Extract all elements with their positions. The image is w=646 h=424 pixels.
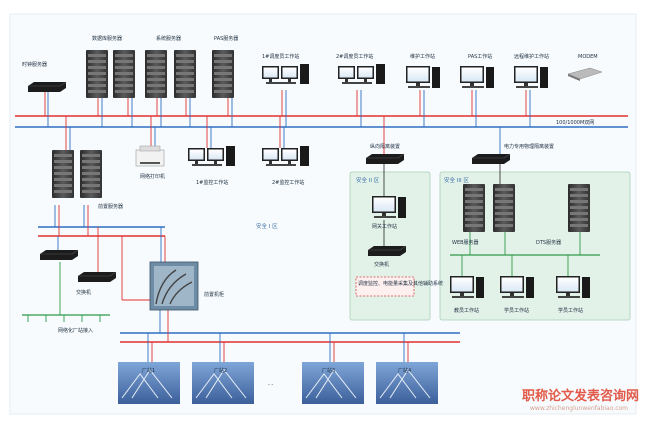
- switch-z2-label: 交换机: [374, 261, 389, 268]
- printer-icon: [135, 145, 165, 167]
- zone1-label: 安全 I 区: [256, 222, 278, 230]
- mon2-label: 2#监控工作站: [272, 179, 304, 186]
- plant-bus: [120, 332, 460, 343]
- student-ws1-label: 学员工作站: [504, 307, 529, 314]
- ws1-label: 1#调度员工作站: [262, 53, 299, 60]
- zone2-label: 安全 II 区: [356, 176, 380, 184]
- maint-label: 维护工作站: [410, 53, 435, 60]
- switch-label: 交换机: [76, 289, 91, 296]
- plant4-icon: [376, 362, 438, 404]
- web-server-label: WEB服务器: [452, 239, 479, 246]
- watermark-title: 职称论文发表咨询网: [522, 388, 639, 404]
- isolator2-icon: [471, 153, 511, 165]
- student-ws2-label: 学员工作站: [558, 307, 583, 314]
- ws2-label: 2#调度员工作站: [336, 53, 373, 60]
- front-server-label: 前置服务器: [98, 203, 123, 210]
- time-server-icon: [27, 81, 67, 93]
- isolator2-label: 电力专用物理隔离装置: [504, 143, 554, 150]
- plant3-label: 厂站3: [322, 367, 335, 374]
- plant1-icon: [118, 362, 180, 404]
- db-server-label: 数据库服务器: [92, 35, 122, 42]
- plant4-label: 厂站4: [398, 367, 411, 374]
- switch-z2-icon: [367, 245, 407, 257]
- note-label: 调度监控、电能量采集及其他辅助系统: [358, 280, 443, 287]
- plant3-icon: [302, 362, 364, 404]
- mon1-label: 1#监控工作站: [196, 179, 228, 186]
- modem-icon: [567, 67, 603, 81]
- printer-label: 网络打印机: [140, 173, 165, 180]
- modem-label: MODEM: [578, 54, 598, 60]
- web-ws-label: 网关工作站: [372, 223, 397, 230]
- zone3-label: 安全 III 区: [444, 176, 469, 184]
- dts-server-label: DTS服务器: [536, 239, 561, 246]
- access-label: 网络化厂站接入: [58, 327, 93, 334]
- time-server-label: 时钟服务器: [22, 61, 47, 68]
- switch-lower-icon: [77, 271, 117, 283]
- teacher-ws-label: 教员工作站: [454, 307, 479, 314]
- note-box: [355, 276, 415, 297]
- isolator1-label: 纵向隔离装置: [370, 143, 400, 150]
- sys-server-label: 系统服务器: [156, 35, 181, 42]
- plant2-icon: [192, 362, 254, 404]
- watermark-url: www.zhichenglunwenfabiao.com: [530, 405, 628, 412]
- front-cabinet-label: 前置机柜: [204, 291, 224, 298]
- pas-ws-label: PAS工作站: [468, 53, 492, 60]
- plant2-label: 厂站2: [214, 367, 227, 374]
- plant1-label: 厂站1: [142, 367, 155, 374]
- dts-server-icon: [568, 184, 590, 232]
- remote-maint-label: 远程维护工作站: [514, 53, 549, 60]
- isolator1-icon: [365, 153, 405, 165]
- plant-ellipsis: - -: [268, 382, 273, 388]
- switch-upper-icon: [39, 249, 79, 261]
- front-cabinet-icon: [149, 261, 199, 311]
- pas-server-label: PAS服务器: [214, 35, 238, 42]
- bus-label: 100/1000M双网: [556, 120, 594, 126]
- pas-server-icon: [212, 50, 234, 98]
